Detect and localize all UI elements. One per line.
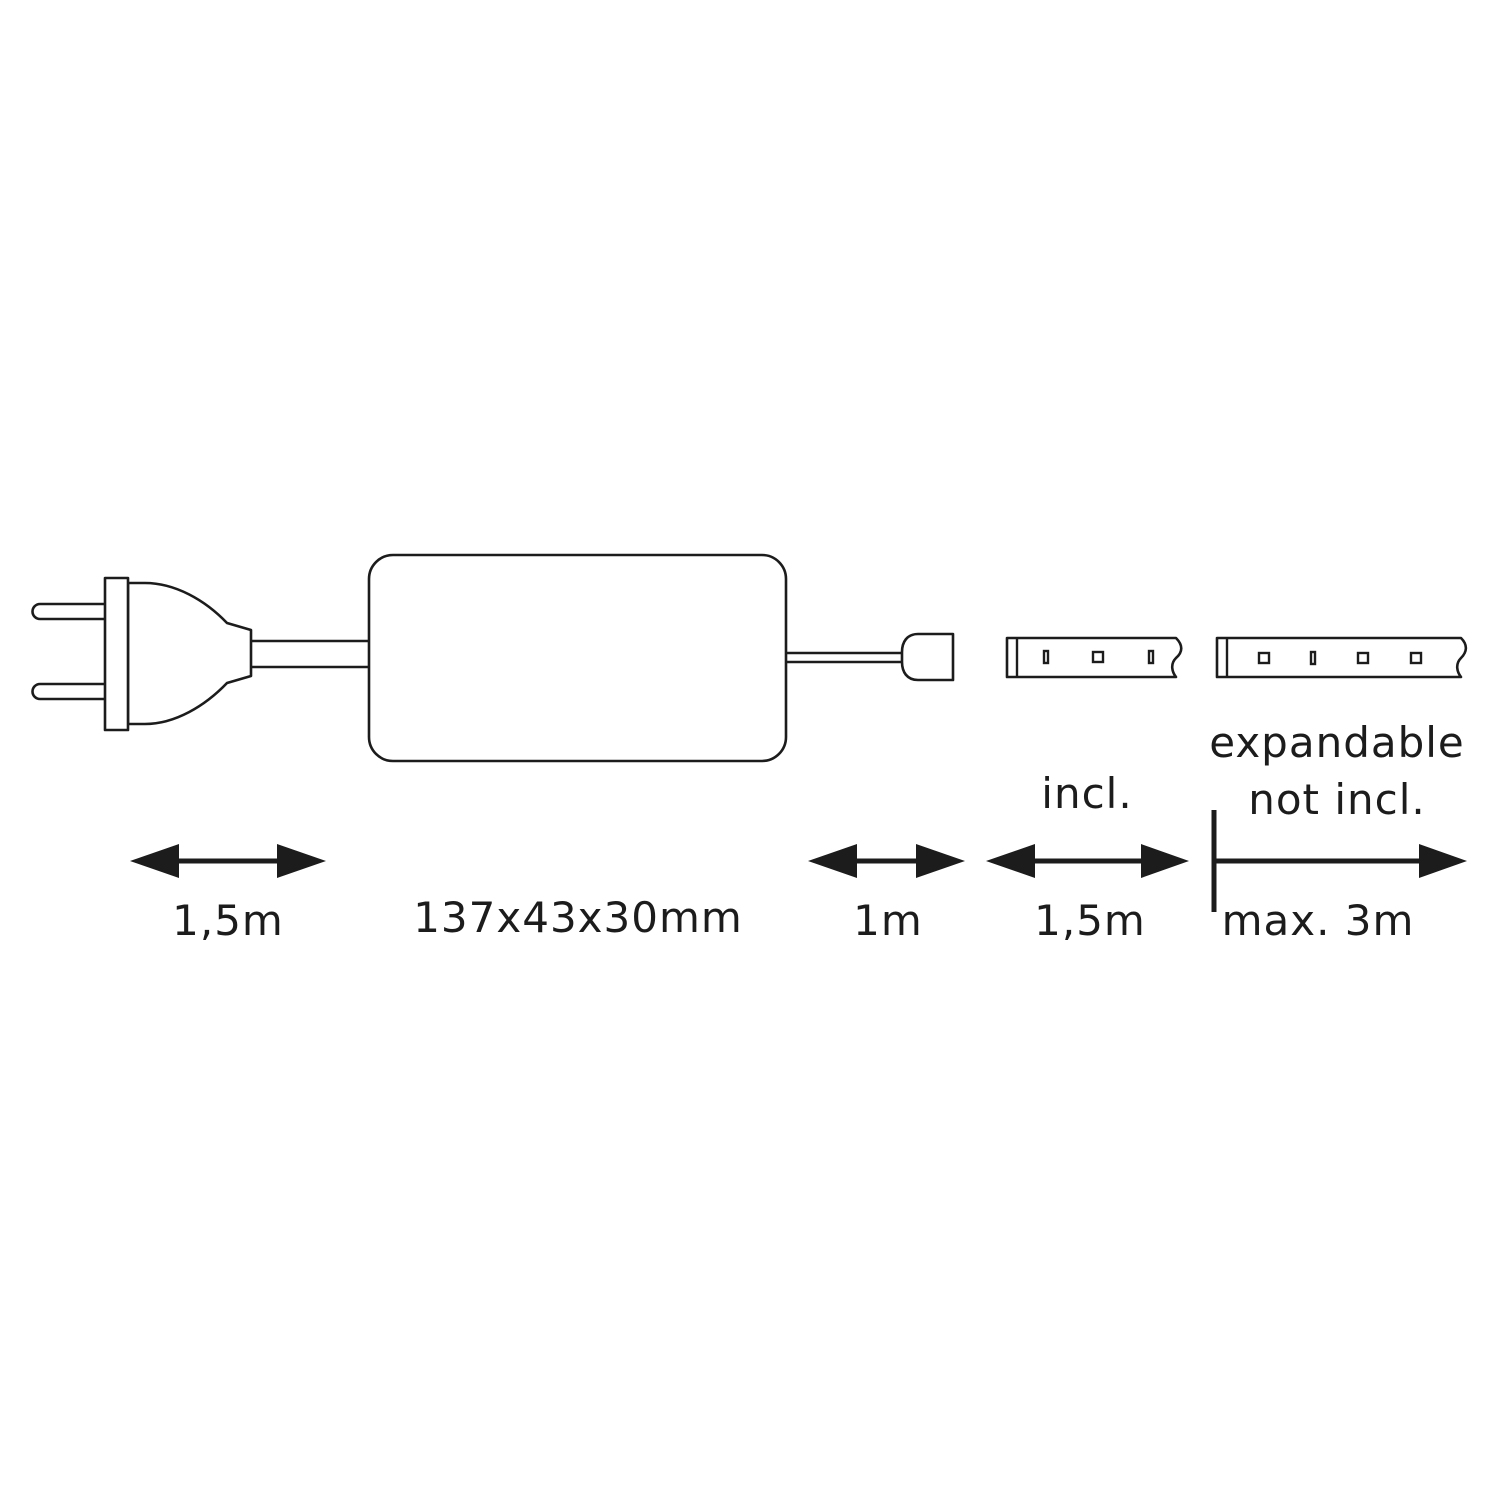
connector-plug-icon: [900, 632, 955, 682]
expandable-heading-line2: not incl.: [1248, 775, 1426, 824]
connector-cable: [786, 651, 902, 664]
led-strip-included-icon: [1005, 636, 1183, 679]
double-arrow-icon: [986, 844, 1189, 878]
double-arrow-icon: [808, 844, 965, 878]
included-length-label: 1,5m: [1034, 896, 1146, 945]
expandable-length-label: max. 3m: [1222, 896, 1415, 945]
plug-cable: [251, 639, 369, 669]
extension-arrow-icon: [1211, 810, 1467, 912]
power-supply-box: [367, 553, 788, 763]
psu-dimensions-label: 137x43x30mm: [413, 893, 743, 942]
led-strip-expansion-icon: [1215, 636, 1468, 679]
plug-icon: [31, 576, 253, 732]
expandable-heading-line1: expandable: [1209, 718, 1465, 767]
included-heading-label: incl.: [1041, 769, 1132, 818]
connector-length-label: 1m: [853, 896, 923, 945]
double-arrow-icon: [130, 844, 326, 878]
plug-cable-length-label: 1,5m: [172, 896, 284, 945]
